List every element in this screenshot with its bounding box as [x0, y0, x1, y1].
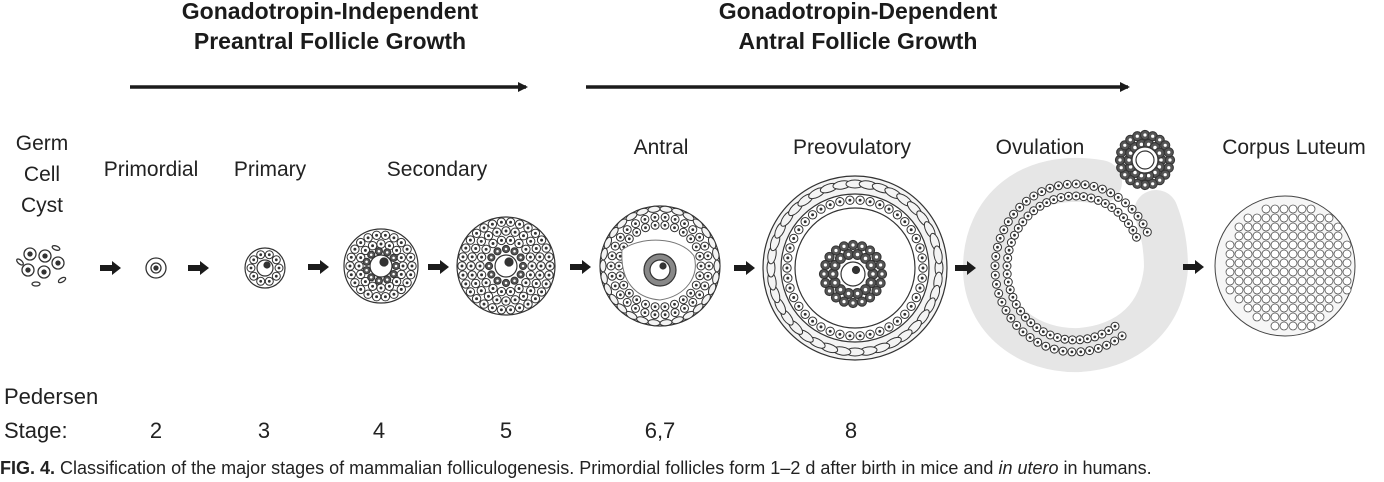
arrow-preovulatory-to-ovulation	[955, 261, 976, 275]
arrow-primordial-to-primary	[188, 261, 209, 275]
germ-cell-cyst-label: Germ Cell Cyst	[2, 128, 82, 221]
pedersen-stage-number: 2	[149, 418, 163, 443]
stage-label: Stage:	[4, 418, 68, 443]
arrow-ovulation-to-corpus-luteum	[1183, 260, 1204, 274]
arrow-antral-to-preovulatory	[734, 261, 755, 275]
dependent-phase-title-line1: Gonadotropin-Dependent	[718, 0, 998, 24]
corpus-luteum-label: Corpus Luteum	[1222, 136, 1366, 159]
figure-caption: FIG. 4. Classification of the major stag…	[0, 458, 1384, 479]
germ-cell-cyst-label-line3: Cyst	[21, 194, 63, 217]
secondary-late-follicle-illustration	[456, 216, 556, 316]
antral-follicle-illustration	[599, 205, 721, 327]
dependent-phase-title-line2: Antral Follicle Growth	[738, 28, 978, 54]
figure-label: FIG. 4.	[0, 458, 56, 478]
primary-follicle-illustration	[244, 247, 286, 289]
independent-phase-title-line1: Gonadotropin-Independent	[181, 0, 479, 24]
pedersen-stage-number: 3	[257, 418, 271, 443]
dependent-phase-title: Gonadotropin-Dependent Antral Follicle G…	[658, 0, 1058, 56]
pedersen-label: Pedersen	[4, 384, 99, 409]
pedersen-stage-number: 8	[844, 418, 858, 443]
primordial-follicle-illustration	[145, 257, 167, 279]
arrow-cyst-to-primordial	[100, 261, 121, 275]
caption-text-after: in humans.	[1063, 458, 1152, 478]
antral-label: Antral	[633, 136, 689, 159]
pedersen-stage-number: 4	[372, 418, 386, 443]
primary-label: Primary	[233, 158, 307, 181]
secondary-early-follicle-illustration	[343, 228, 419, 304]
ovulation-follicle-illustration	[962, 129, 1189, 373]
arrow-secondary-to-antral	[570, 260, 591, 274]
caption-text-before: Classification of the major stages of ma…	[60, 458, 994, 478]
arrow-primary-to-secondary	[308, 260, 329, 274]
ovulation-label: Ovulation	[995, 136, 1085, 159]
stage-arrows	[100, 260, 1204, 275]
germ-cell-cyst-label-line2: Cell	[23, 163, 61, 186]
germ-cell-cyst-illustration	[16, 245, 67, 287]
germ-cell-cyst-label-line1: Germ	[15, 132, 69, 155]
independent-phase-title: Gonadotropin-Independent Preantral Folli…	[130, 0, 530, 56]
pedersen-stage-number: 5	[499, 418, 513, 443]
corpus-luteum-illustration	[1214, 195, 1356, 337]
primordial-label: Primordial	[103, 158, 199, 181]
caption-italic-text: in utero	[998, 458, 1059, 478]
arrow-secondary-to-secondary	[428, 260, 449, 274]
preovulatory-follicle-illustration	[762, 175, 948, 361]
secondary-label: Secondary	[386, 158, 488, 181]
independent-phase-title-line2: Preantral Follicle Growth	[193, 28, 467, 54]
preovulatory-label: Preovulatory	[793, 136, 911, 159]
pedersen-stage-number: 6,7	[644, 418, 676, 443]
